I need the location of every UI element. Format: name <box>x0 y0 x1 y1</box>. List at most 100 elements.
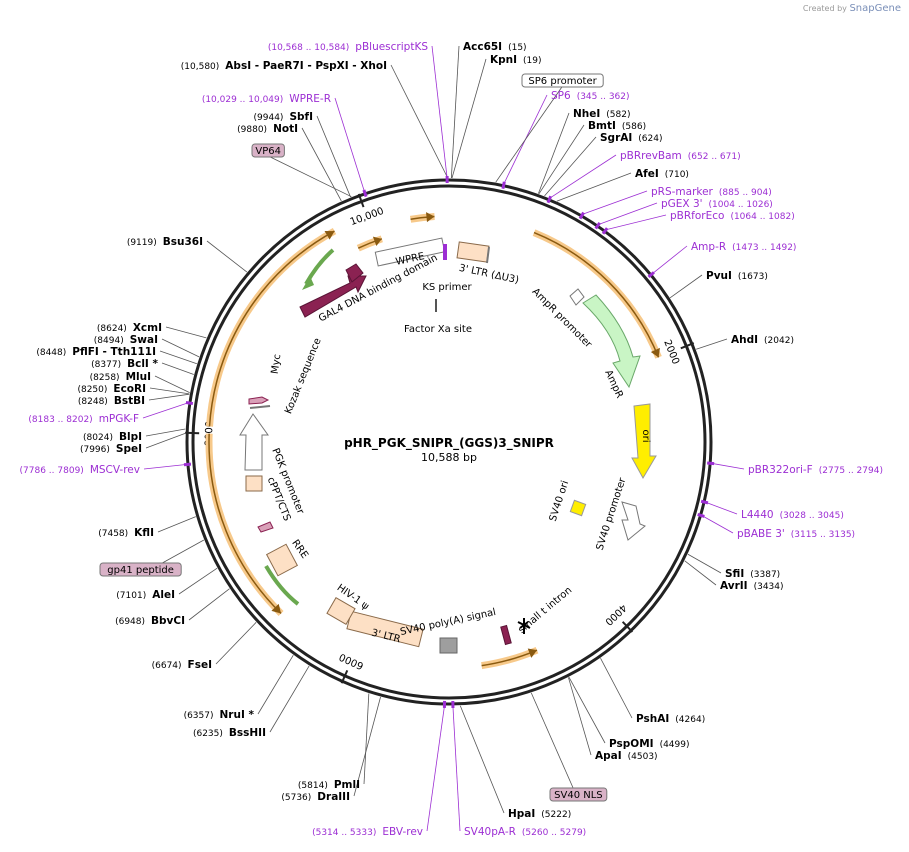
site-name-15: DraIII <box>317 791 350 803</box>
site-coord-4: (624) <box>638 134 662 144</box>
site-leader-12 <box>568 677 592 756</box>
boxed-leader-1 <box>268 155 352 198</box>
tick-mark-0 <box>680 342 695 350</box>
primer-name-4: pRS-marker <box>651 186 714 198</box>
primer-coord-2: (345 .. 362) <box>577 92 630 102</box>
site-name-14: PmlI <box>334 779 360 791</box>
site-leader-9 <box>684 560 717 586</box>
plasmid-name: pHR_PGK_SNIPR_(GGS)3_SNIPR <box>344 436 554 451</box>
site-coord-3: (586) <box>622 122 646 132</box>
feature-cppt <box>245 475 263 492</box>
primer-leader-3 <box>549 154 617 199</box>
site-leader-4 <box>544 136 597 197</box>
site-label-13: HpaI(5222) <box>508 808 571 820</box>
primer-name-8: pBR322ori-F <box>748 464 813 476</box>
primer-label-2: SP6(345 .. 362) <box>551 90 630 102</box>
primer-leader-8 <box>712 463 745 470</box>
boxed-label-1: VP64 <box>255 146 281 157</box>
primer-mark-7 <box>647 271 655 279</box>
snapgene-credit: Created by SnapGene <box>803 3 901 14</box>
primer-label-12: SV40pA-R (5260 .. 5279) <box>464 826 586 838</box>
site-coord-9: (3434) <box>754 582 784 592</box>
primer-mark-6 <box>601 227 609 235</box>
plasmid-length: 10,588 bp <box>421 451 477 464</box>
primer-mark-13 <box>185 401 194 406</box>
site-coord-21: (7458) <box>98 529 128 539</box>
site-leader-0 <box>450 45 460 179</box>
site-coord-5: (710) <box>665 170 689 180</box>
feature-gal4-dbd <box>299 275 367 318</box>
feature-label-4: AmpR promoter <box>530 286 595 351</box>
site-label-21: (7458)KflI <box>98 527 154 539</box>
site-coord-34: (10,580) <box>181 62 220 72</box>
site-leader-3 <box>538 124 585 195</box>
primer-coord-12: (5260 .. 5279) <box>522 828 586 838</box>
primer-leader-11 <box>426 705 445 832</box>
site-leader-18 <box>215 622 257 665</box>
feature-sv40-promoter <box>621 501 646 541</box>
site-coord-29: (8494) <box>94 336 124 346</box>
primer-name-9: L4440 <box>741 509 774 521</box>
site-coord-23: (7996) <box>80 445 110 455</box>
site-leader-19 <box>188 588 230 621</box>
site-coord-26: (8258) <box>90 373 120 383</box>
site-label-4: SgrAI(624) <box>600 132 663 144</box>
primer-coord-6: (1064 .. 1082) <box>730 212 794 222</box>
feature-ks-primer-mark <box>486 246 490 264</box>
site-name-6: PvuI <box>706 270 732 282</box>
site-coord-20: (7101) <box>116 591 146 601</box>
site-leader-20 <box>178 567 218 595</box>
site-coord-6: (1673) <box>738 272 768 282</box>
primer-name-12: SV40pA-R <box>464 826 516 838</box>
feature-sv40-ori <box>569 499 587 517</box>
feature-rre <box>265 543 299 577</box>
primer-leader-10 <box>702 515 734 534</box>
primer-coord-5: (1004 .. 1026) <box>709 200 773 210</box>
feature-ampr-promoter <box>569 288 585 306</box>
orf-arc-head-5 <box>372 236 382 247</box>
site-coord-22: (8024) <box>83 433 113 443</box>
primer-leader-14 <box>143 464 187 470</box>
site-label-28: (8448)PflFI - Tth111I <box>36 346 156 358</box>
site-leader-17 <box>269 665 310 733</box>
feature-small-t-intron <box>517 618 531 634</box>
site-leader-34 <box>390 64 449 179</box>
primer-coord-0: (10,568 .. 10,584) <box>268 43 349 53</box>
primer-label-1: (10,029 .. 10,049) WPRE-R <box>202 93 331 105</box>
primer-mark-3 <box>546 195 553 204</box>
primer-mark-5 <box>594 221 601 230</box>
site-label-20: (7101)AleI <box>116 589 175 601</box>
site-label-25: (8250)EcoRI <box>77 383 146 395</box>
site-coord-12: (4503) <box>628 752 658 762</box>
site-label-34: (10,580)AbsI - PaeR7I - PspXI - XhoI <box>181 60 387 72</box>
site-label-29: (8494)SwaI <box>94 334 158 346</box>
site-label-22: (8024)BlpI <box>83 431 142 443</box>
feature-ori <box>631 403 657 480</box>
primer-coord-9: (3028 .. 3045) <box>780 511 844 521</box>
primer-label-9: L4440 (3028 .. 3045) <box>741 509 844 521</box>
site-label-33: (9944)SbfI <box>254 111 314 123</box>
site-label-9: AvrII(3434) <box>720 580 784 592</box>
orf-arc-core-4 <box>208 230 335 427</box>
site-leader-10 <box>600 658 633 719</box>
feature-hiv-psi <box>326 597 356 625</box>
primer-name-11: EBV-rev <box>382 826 423 838</box>
feature-label-8: Myc <box>270 353 284 374</box>
site-label-7: AhdI(2042) <box>731 334 794 346</box>
orf-arc-core-3 <box>208 433 282 614</box>
primer-mark-2 <box>501 181 506 189</box>
site-leader-22 <box>145 428 186 437</box>
primer-coord-1: (10,029 .. 10,049) <box>202 95 283 105</box>
site-leader-13 <box>459 705 505 814</box>
primer-coord-8: (2775 .. 2794) <box>819 466 883 476</box>
site-coord-31: (9119) <box>127 238 157 248</box>
site-name-11: PspOMI <box>609 738 654 750</box>
primer-name-14: MSCV-rev <box>90 464 140 476</box>
primer-name-1: WPRE-R <box>289 93 331 105</box>
feature-label-9: Kozak sequence <box>283 337 323 416</box>
site-name-12: ApaI <box>595 750 622 762</box>
site-label-2: NheI(582) <box>573 108 631 120</box>
feature-label-18: small t intron <box>516 585 574 636</box>
site-leader-31 <box>206 240 248 273</box>
site-label-1: KpnI(19) <box>490 54 542 66</box>
